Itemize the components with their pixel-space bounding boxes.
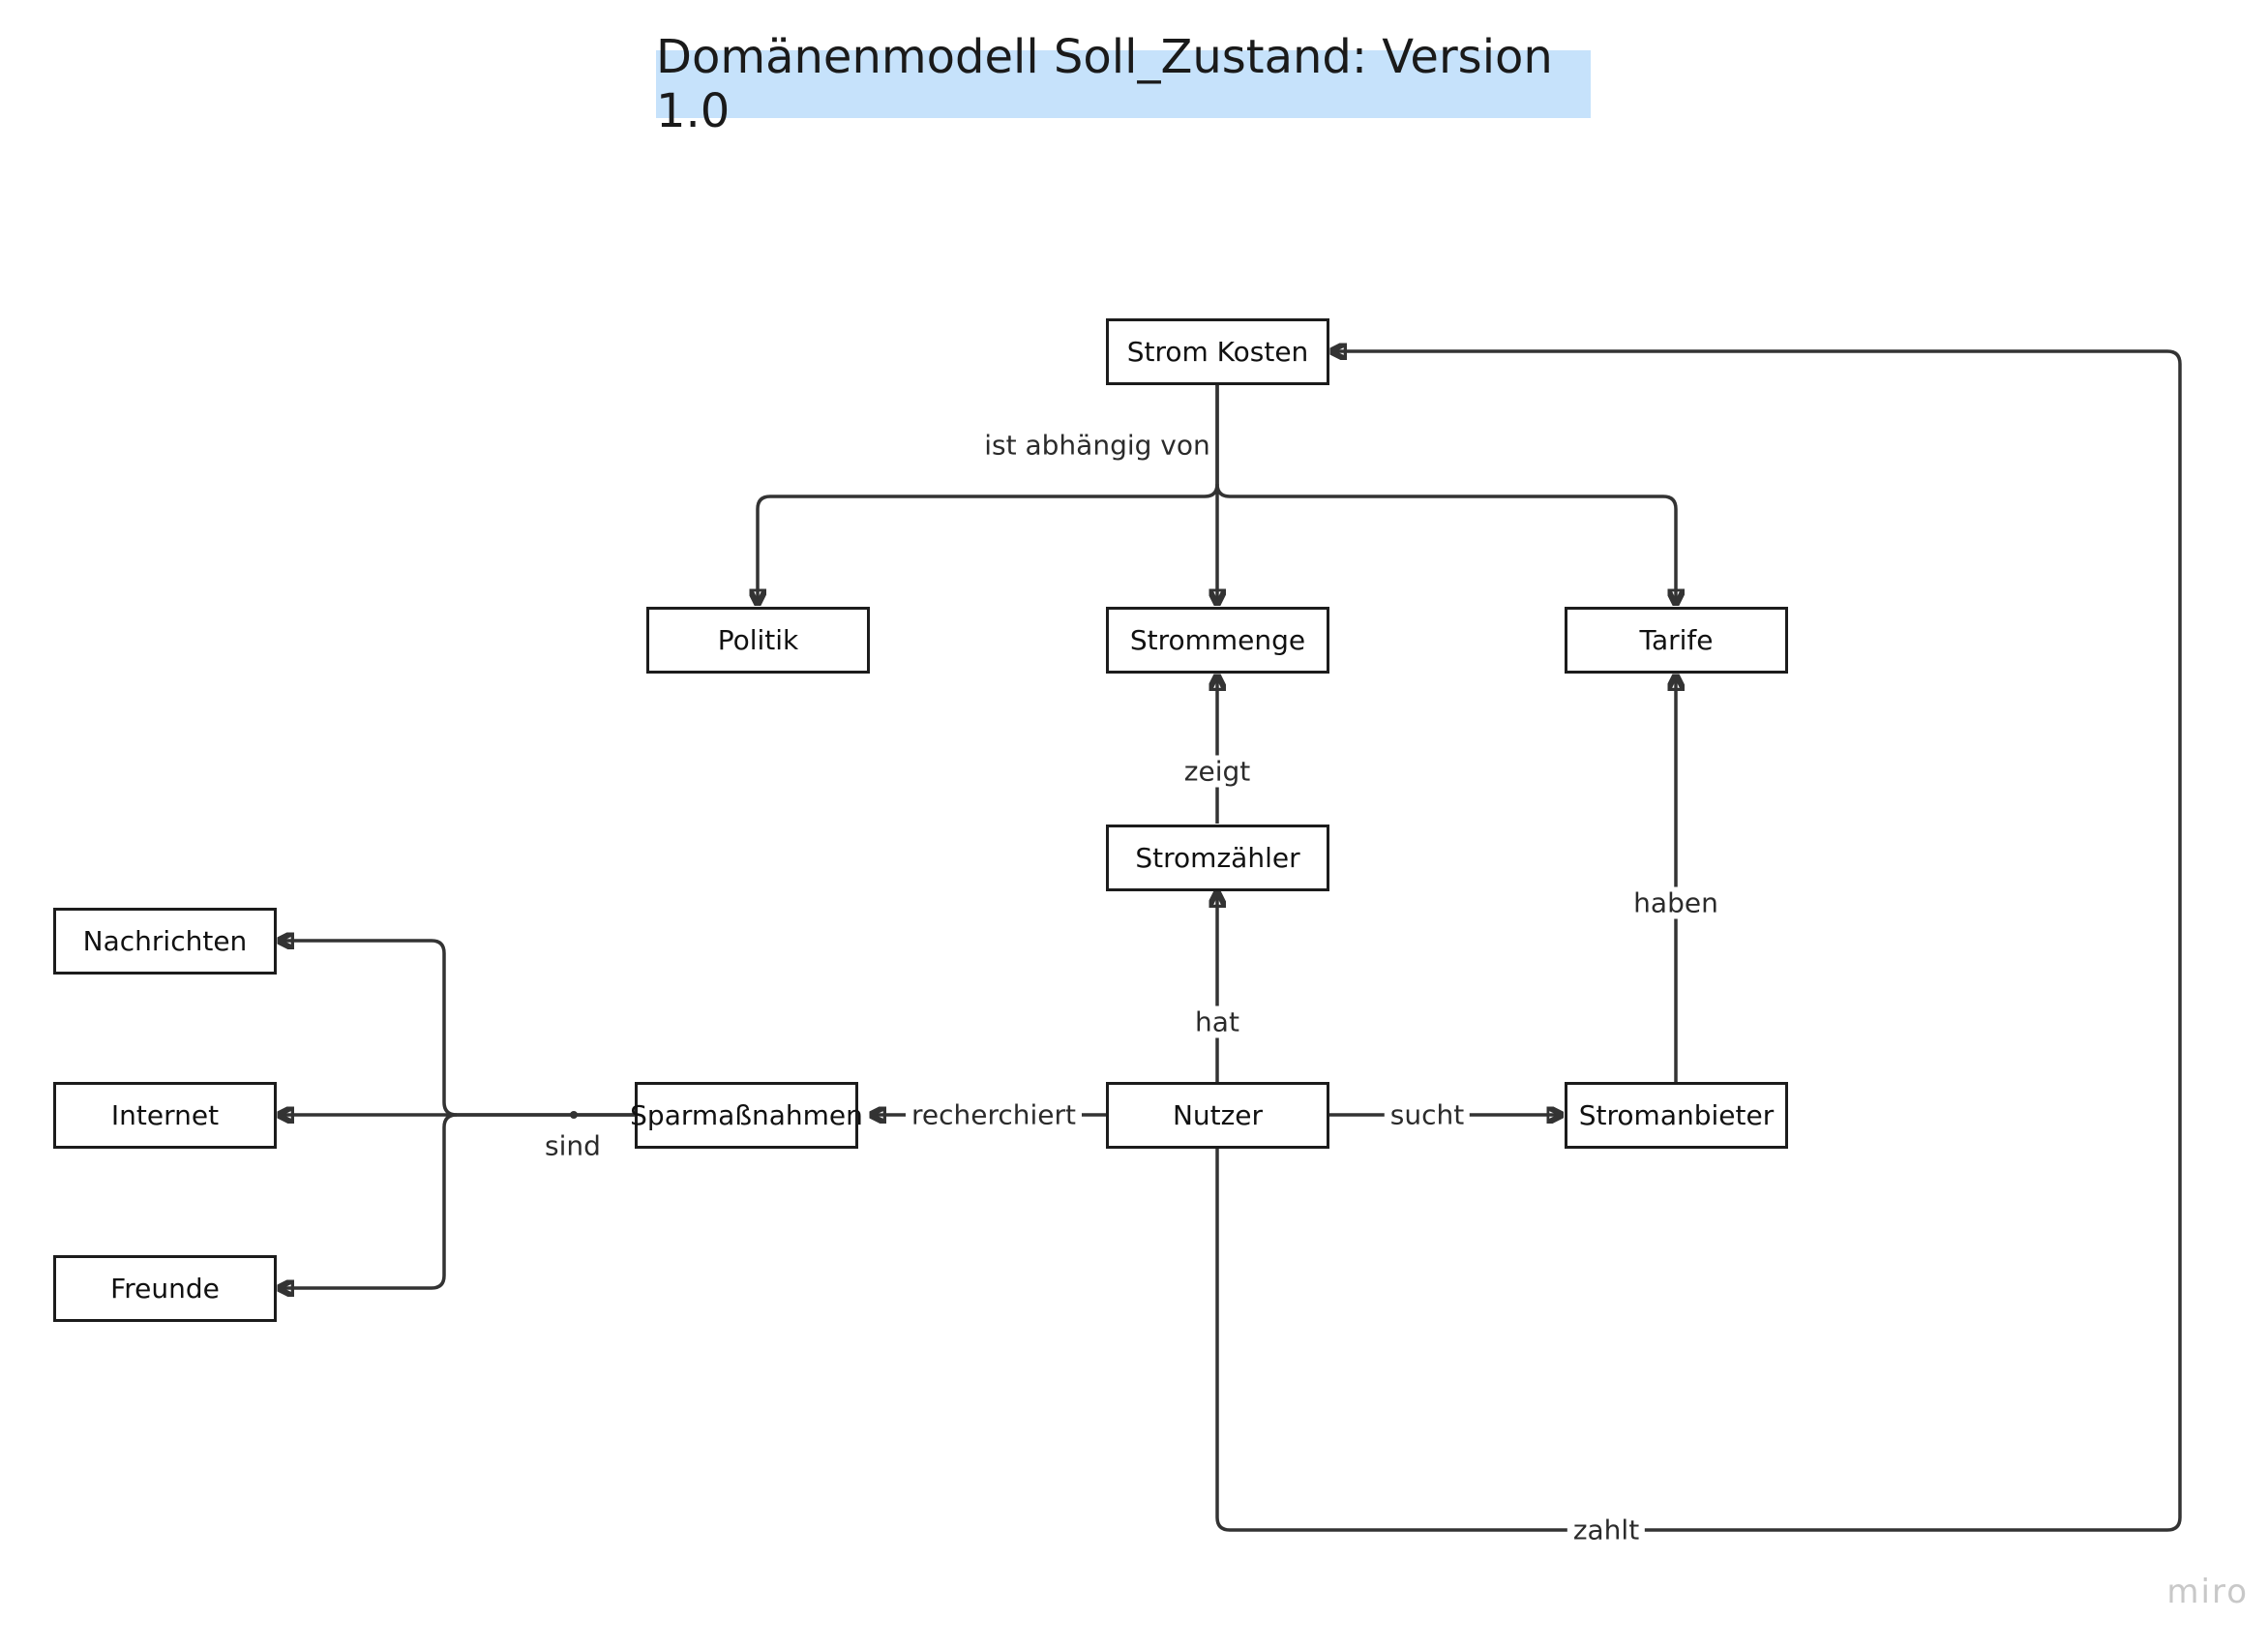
node-stromzaehler[interactable]: Stromzähler bbox=[1106, 825, 1329, 891]
node-tarife[interactable]: Tarife bbox=[1565, 607, 1788, 674]
edge-nutzer-kosten bbox=[1215, 351, 2182, 1532]
node-freunde[interactable]: Freunde bbox=[53, 1255, 277, 1322]
node-stromanbieter[interactable]: Stromanbieter bbox=[1565, 1082, 1788, 1149]
page-title: Domänenmodell Soll_Zustand: Version 1.0 bbox=[656, 30, 1591, 138]
edge-label-sucht: sucht bbox=[1384, 1098, 1471, 1131]
edge-label-zahlt: zahlt bbox=[1567, 1514, 1646, 1546]
edge-kosten-politik bbox=[758, 385, 1219, 604]
edge-label-sind: sind bbox=[545, 1129, 601, 1162]
node-nutzer[interactable]: Nutzer bbox=[1106, 1082, 1329, 1149]
edge-label-ist-abhaengig-von: ist abhängig von bbox=[984, 429, 1210, 462]
node-nachrichten[interactable]: Nachrichten bbox=[53, 908, 277, 975]
edge-label-zeigt: zeigt bbox=[1178, 755, 1257, 788]
node-strom-kosten[interactable]: Strom Kosten bbox=[1106, 318, 1329, 385]
node-strommenge[interactable]: Strommenge bbox=[1106, 607, 1329, 674]
edge-kosten-tarife bbox=[1215, 483, 1676, 604]
edge-label-hat: hat bbox=[1189, 1005, 1245, 1038]
miro-watermark: miro bbox=[2166, 1573, 2249, 1611]
node-sparmassnahmen[interactable]: Sparmaßnahmen bbox=[630, 1082, 863, 1149]
node-internet[interactable]: Internet bbox=[53, 1082, 277, 1149]
edge-label-recherchiert: recherchiert bbox=[905, 1098, 1083, 1131]
node-politik[interactable]: Politik bbox=[646, 607, 870, 674]
edge-spar-freunde bbox=[279, 1113, 458, 1288]
edge-spar-nachrichten bbox=[279, 941, 635, 1117]
edge-label-haben: haben bbox=[1627, 886, 1724, 919]
junction-dot bbox=[570, 1111, 578, 1119]
